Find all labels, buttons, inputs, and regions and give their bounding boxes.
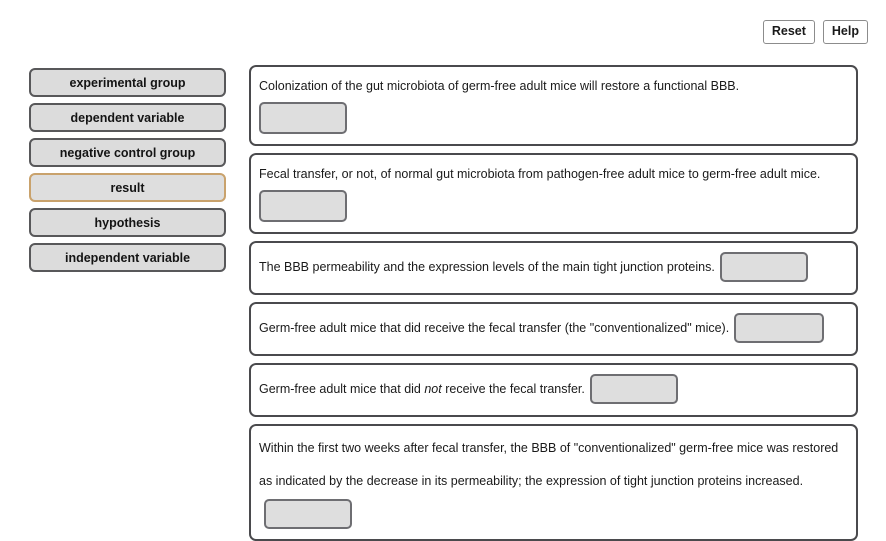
statement-text: Fecal transfer, or not, of normal gut mi… xyxy=(259,167,821,181)
statement-card-list: Colonization of the gut microbiota of ge… xyxy=(249,65,858,541)
term-bank: experimental group dependent variable ne… xyxy=(29,68,226,272)
statement-text: Within the first two weeks after fecal t… xyxy=(259,441,839,488)
statement-text: Germ-free adult mice that did receive th… xyxy=(259,320,730,335)
answer-drop-slot[interactable] xyxy=(589,374,678,404)
sidebar-item-independent-variable[interactable]: independent variable xyxy=(29,243,226,272)
statement-text-before: Germ-free adult mice that did xyxy=(259,381,425,396)
sidebar-item-label: hypothesis xyxy=(94,215,161,230)
sidebar-item-label: experimental group xyxy=(69,75,186,90)
reset-button[interactable]: Reset xyxy=(762,20,815,44)
statement-card: The BBB permeability and the expression … xyxy=(249,241,858,295)
statement-text-after: receive the fecal transfer. xyxy=(441,381,585,396)
sidebar-item-label: result xyxy=(110,180,145,195)
statement-card: Within the first two weeks after fecal t… xyxy=(249,424,858,541)
statement-text: Colonization of the gut microbiota of ge… xyxy=(259,79,740,93)
toolbar: Reset Help xyxy=(762,20,868,44)
sidebar-item-dependent-variable[interactable]: dependent variable xyxy=(29,103,226,132)
statement-text: The BBB permeability and the expression … xyxy=(259,259,715,274)
help-button[interactable]: Help xyxy=(822,20,868,44)
statement-card: Germ-free adult mice that did not receiv… xyxy=(249,363,858,417)
answer-drop-slot[interactable] xyxy=(259,190,347,222)
sidebar-item-label: independent variable xyxy=(64,250,191,265)
sidebar-item-label: negative control group xyxy=(59,145,196,160)
answer-drop-slot[interactable] xyxy=(719,252,808,282)
sidebar-item-result[interactable]: result xyxy=(29,173,226,202)
sidebar-item-hypothesis[interactable]: hypothesis xyxy=(29,208,226,237)
statement-emphasis: not xyxy=(424,381,442,396)
answer-drop-slot[interactable] xyxy=(264,499,352,530)
answer-drop-slot[interactable] xyxy=(259,102,347,134)
statement-card: Colonization of the gut microbiota of ge… xyxy=(249,65,858,146)
sidebar-item-negative-control-group[interactable]: negative control group xyxy=(29,138,226,167)
answer-drop-slot[interactable] xyxy=(734,313,825,343)
sidebar-item-label: dependent variable xyxy=(70,110,185,125)
statement-card: Germ-free adult mice that did receive th… xyxy=(249,302,858,356)
statement-card: Fecal transfer, or not, of normal gut mi… xyxy=(249,153,858,234)
sidebar-item-experimental-group[interactable]: experimental group xyxy=(29,68,226,97)
